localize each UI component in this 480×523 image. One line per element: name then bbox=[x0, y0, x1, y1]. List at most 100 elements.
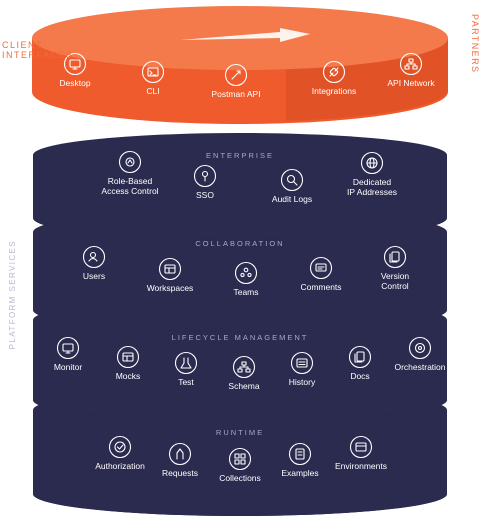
layer-bottom-edge bbox=[33, 310, 447, 332]
desktop-icon bbox=[63, 52, 87, 76]
postman-api-icon bbox=[224, 63, 248, 87]
collections-icon bbox=[228, 447, 252, 471]
item-label: Docs bbox=[350, 371, 369, 381]
authorization-icon bbox=[108, 435, 132, 459]
users-item: Users bbox=[82, 245, 106, 281]
item-label: SSO bbox=[196, 190, 214, 200]
test-item: Test bbox=[174, 351, 198, 387]
api-network-item: API Network bbox=[387, 52, 435, 88]
item-label: Teams bbox=[233, 287, 258, 297]
layer-face bbox=[33, 320, 447, 400]
sso-item: SSO bbox=[193, 164, 217, 200]
cli-icon bbox=[141, 60, 165, 84]
requests-icon bbox=[168, 442, 192, 466]
partners-label: PARTNERS bbox=[470, 14, 480, 74]
item-label: Test bbox=[178, 377, 194, 387]
schema-item: Schema bbox=[228, 355, 260, 391]
teams-item: Teams bbox=[233, 261, 259, 297]
item-label: IP Addresses bbox=[347, 187, 397, 197]
schema-icon bbox=[232, 355, 256, 379]
history-icon bbox=[290, 351, 314, 375]
workspaces-item: Workspaces bbox=[147, 257, 194, 293]
item-label: Desktop bbox=[59, 78, 90, 88]
item-label: Environments bbox=[335, 461, 387, 471]
environments-icon bbox=[349, 435, 373, 459]
collections-item: Collections bbox=[219, 447, 261, 483]
cli-item: CLI bbox=[141, 60, 165, 96]
layer-face bbox=[33, 410, 447, 494]
item-label: Orchestration bbox=[394, 362, 445, 372]
item-label: Postman API bbox=[211, 89, 260, 99]
item-label: Examples bbox=[281, 468, 318, 478]
docs-icon bbox=[348, 345, 372, 369]
layer-bottom-edge bbox=[33, 218, 447, 240]
layer-title: LIFECYCLE MANAGEMENT bbox=[172, 333, 309, 342]
layer-bottom-edge bbox=[33, 400, 447, 422]
requests-item: Requests bbox=[162, 442, 198, 478]
orchestration-item: Orchestration bbox=[394, 336, 446, 372]
postman-api-item: Postman API bbox=[211, 63, 261, 99]
test-icon bbox=[174, 351, 198, 375]
item-label: Role-Based bbox=[108, 176, 153, 186]
docs-item: Docs bbox=[348, 345, 372, 381]
examples-icon bbox=[288, 442, 312, 466]
rbac-icon bbox=[118, 150, 142, 174]
layer-title: ENTERPRISE bbox=[206, 151, 274, 160]
item-label: Access Control bbox=[101, 186, 158, 196]
globe-icon bbox=[360, 151, 384, 175]
layer-title: RUNTIME bbox=[216, 428, 264, 437]
audit-logs-item: Audit Logs bbox=[272, 168, 312, 204]
platform-services-label: PLATFORM SERVICES bbox=[8, 240, 17, 350]
history-item: History bbox=[289, 351, 316, 387]
desktop-item: Desktop bbox=[59, 52, 91, 88]
item-label: Integrations bbox=[312, 86, 356, 96]
integrations-item: Integrations bbox=[312, 60, 356, 96]
version-control-icon bbox=[383, 245, 407, 269]
monitor-item: Monitor bbox=[54, 336, 83, 372]
client-label-line-1: CLIENT bbox=[2, 40, 44, 50]
item-label: Collections bbox=[219, 473, 261, 483]
item-label: Version bbox=[381, 271, 410, 281]
sso-icon bbox=[193, 164, 217, 188]
client-interfaces-label: CLIENT INTERFACES bbox=[2, 40, 72, 60]
item-label: Monitor bbox=[54, 362, 83, 372]
mocks-item: Mocks bbox=[116, 345, 141, 381]
orchestration-icon bbox=[408, 336, 432, 360]
item-label: History bbox=[289, 377, 316, 387]
authorization-item: Authorization bbox=[95, 435, 145, 471]
item-label: Comments bbox=[300, 282, 341, 292]
item-label: Authorization bbox=[95, 461, 145, 471]
item-label: CLI bbox=[146, 86, 159, 96]
item-label: Control bbox=[381, 281, 409, 291]
item-label: Users bbox=[83, 271, 105, 281]
item-label: Workspaces bbox=[147, 283, 194, 293]
item-label: Dedicated bbox=[353, 177, 392, 187]
users-icon bbox=[82, 245, 106, 269]
workspaces-icon bbox=[158, 257, 182, 281]
item-label: API Network bbox=[387, 78, 435, 88]
teams-icon bbox=[234, 261, 258, 285]
layer-title: COLLABORATION bbox=[195, 239, 284, 248]
item-label: Mocks bbox=[116, 371, 141, 381]
item-label: Requests bbox=[162, 468, 198, 478]
environments-item: Environments bbox=[335, 435, 387, 471]
examples-item: Examples bbox=[281, 442, 319, 478]
mocks-icon bbox=[116, 345, 140, 369]
layer-bottom-edge bbox=[33, 494, 447, 516]
monitor-icon bbox=[56, 336, 80, 360]
comments-icon bbox=[309, 256, 333, 280]
audit-logs-icon bbox=[280, 168, 304, 192]
item-label: Audit Logs bbox=[272, 194, 312, 204]
rocket-logo-icon bbox=[180, 28, 310, 42]
comments-item: Comments bbox=[300, 256, 342, 292]
integrations-icon bbox=[322, 60, 346, 84]
layer-face bbox=[33, 232, 447, 310]
